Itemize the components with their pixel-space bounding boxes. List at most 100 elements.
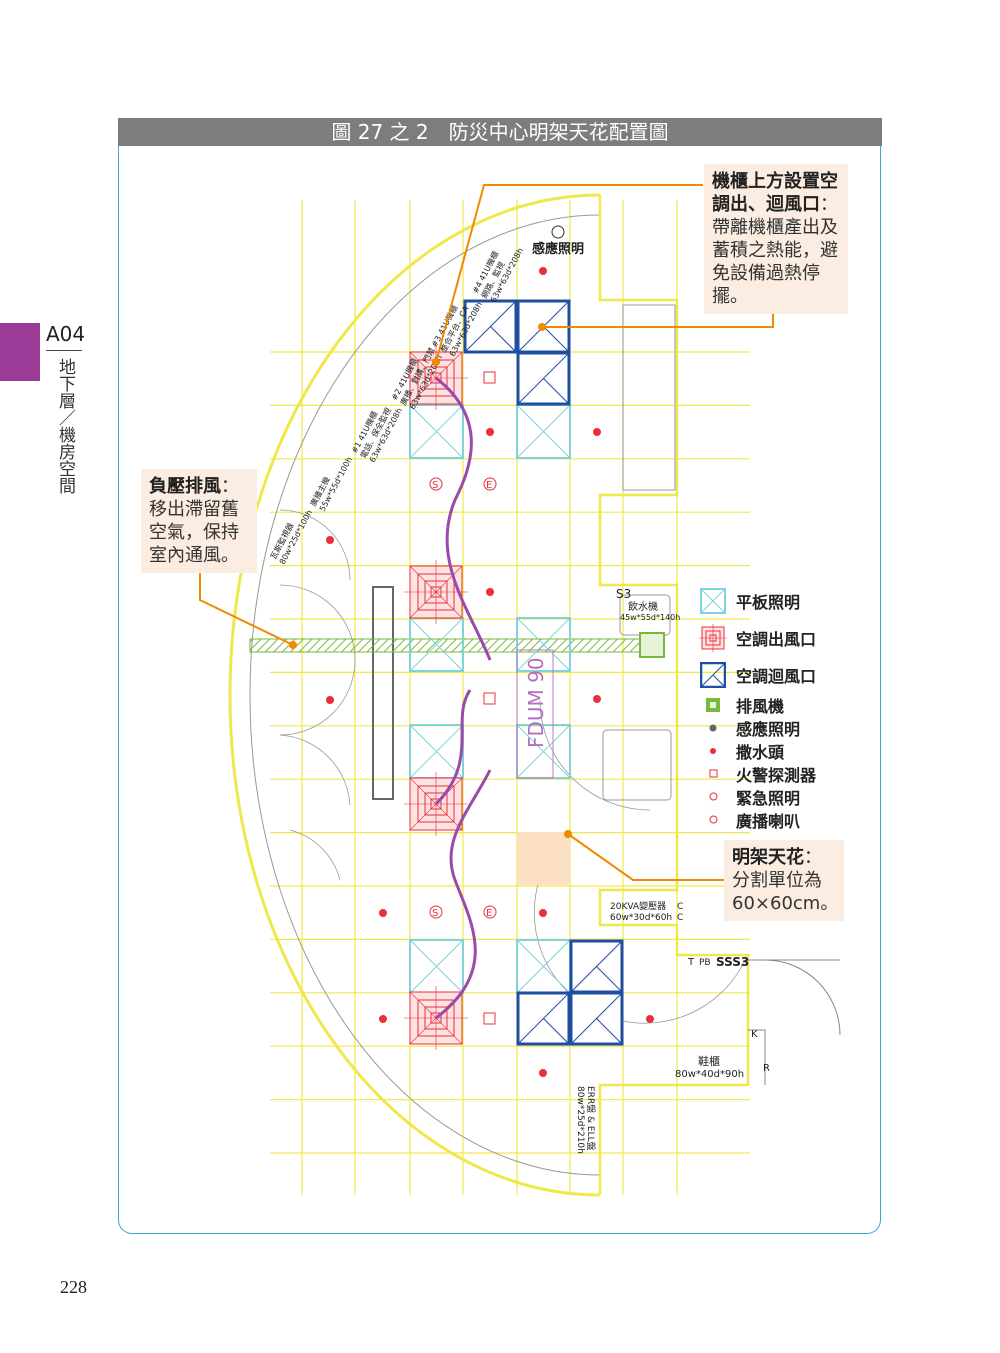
sensor-light-label: 感應照明 <box>532 241 584 257</box>
speaker-label: S <box>432 480 438 491</box>
symbols: S E S E <box>429 371 497 1025</box>
fire-detector-icon <box>483 1012 496 1025</box>
ac-return-vent-icon <box>570 940 623 993</box>
flat-panel-light-icon <box>409 617 464 672</box>
callout-ceiling: 明架天花：分割單位為60×60cm。 <box>724 840 844 921</box>
fire-detector-icon <box>483 371 496 384</box>
callout-text: ：分割單位為60×60cm。 <box>732 847 839 914</box>
sprinkler-icon <box>326 696 334 704</box>
ac-supply-vent-icon <box>698 623 728 652</box>
legend-label: 火警探測器 <box>736 765 817 785</box>
wall-right <box>598 195 750 1195</box>
panel-size: 80w*25d*210h <box>575 1086 585 1154</box>
sprinkler-icon <box>539 1069 547 1077</box>
shoe-size: 80w*40d*90h <box>675 1069 744 1080</box>
sprinkler-icon <box>539 909 547 917</box>
sprinkler-icon <box>698 747 728 755</box>
legend-label: 緊急照明 <box>736 788 801 808</box>
callout-dots <box>289 323 572 838</box>
callout-lines <box>199 184 774 881</box>
legend-label: 平板照明 <box>736 592 801 612</box>
chapter-tab <box>0 323 40 381</box>
exhaust-duct <box>249 638 641 653</box>
sprinkler-icon <box>593 695 601 703</box>
outlet-c-label: C <box>677 902 683 912</box>
chapter-title: 地下層／機房空間 <box>55 358 75 494</box>
speaker-label: S <box>432 908 438 919</box>
callout-exhaust: 負壓排風：移出滯留舊空氣，保持室內通風。 <box>141 469 257 573</box>
legend-item: 空調迴風口 <box>698 656 816 693</box>
water-size: 45w*55d*140h <box>620 613 680 622</box>
sprinklers <box>326 267 654 1077</box>
water-label: 飲水機 <box>628 600 658 613</box>
legend-item: 火警探測器 <box>698 762 816 785</box>
emergency-label: E <box>486 480 492 491</box>
ceiling-fixtures <box>404 299 624 1050</box>
legend-label: 排風機 <box>736 696 785 716</box>
fire-detector-icon <box>483 692 496 705</box>
legend-item: 排風機 <box>698 693 816 716</box>
highlight-tile <box>517 832 570 885</box>
speaker-icon <box>429 477 443 491</box>
wall-outline <box>228 193 601 1197</box>
legend-label: 撒水頭 <box>736 742 785 762</box>
legend-item: 空調出風口 <box>698 619 816 656</box>
legend-item: 平板照明 <box>698 582 816 619</box>
door-swing <box>764 959 841 1036</box>
wall-inner <box>249 214 601 1176</box>
sprinkler-icon <box>593 428 601 436</box>
divider <box>46 350 82 351</box>
fire-detector-icon <box>698 769 728 778</box>
desk <box>372 586 394 800</box>
emergency-light-icon <box>698 792 728 801</box>
speaker-icon <box>429 905 443 919</box>
flat-panel-light-icon <box>409 404 464 459</box>
sensor-light-icon <box>698 723 728 733</box>
ac-return-vent-icon <box>517 352 570 405</box>
flat-panel-light-icon <box>409 724 464 779</box>
rack-labels: 瓦斯監視器 80w*25d*100h 廣播主機 55w*55d*100h #1 … <box>268 246 525 565</box>
sprinkler-icon <box>379 1015 387 1023</box>
shoe-label: 鞋櫃 <box>698 1054 720 1068</box>
legend-label: 廣播喇叭 <box>736 811 801 831</box>
flex-ducts <box>434 376 492 1020</box>
callout-heading: 機櫃上方設置空調出、迴風口 <box>712 171 838 215</box>
legend-label: 感應照明 <box>736 719 801 739</box>
legend: 平板照明 空調出風口 空調迴風口 排風機 感應照明 撒水頭 火警探測器 緊急照明… <box>698 582 816 831</box>
flat-panel-light-icon <box>516 939 571 994</box>
ac-return-vent-icon <box>464 300 517 353</box>
flat-panel-light-icon <box>516 724 571 779</box>
page-number: 228 <box>60 1277 87 1297</box>
door-frame <box>748 959 840 1085</box>
callout-racks-ac: 機櫃上方設置空調出、迴風口：帶離機櫃產出及蓄積之熱能，避免設備過熱停擺。 <box>704 164 848 314</box>
chapter-code: A04 <box>46 322 86 346</box>
sprinkler-icon <box>646 1015 654 1023</box>
outlet-c-label: C <box>677 913 683 923</box>
flat-panel-light-icon <box>409 404 464 459</box>
emergency-label: E <box>486 908 492 919</box>
sprinkler-icon <box>486 588 494 596</box>
legend-item: 感應照明 <box>698 716 816 739</box>
t-label: T <box>687 957 695 968</box>
emergency-light-icon <box>483 477 497 491</box>
k-label: K <box>751 1029 758 1040</box>
legend-item: 撒水頭 <box>698 739 816 762</box>
ac-return-vent-icon <box>698 661 728 688</box>
flat-panel-light-icon <box>516 617 571 672</box>
flat-panel-light-icon <box>409 939 464 994</box>
legend-label: 空調迴風口 <box>736 666 817 686</box>
fdum-unit <box>516 649 554 779</box>
cabinet <box>602 729 672 801</box>
legend-item: 廣播喇叭 <box>698 808 816 831</box>
ac-return-vent-icon <box>570 992 623 1045</box>
sprinkler-icon <box>326 536 334 544</box>
ac-supply-vent-icon <box>404 560 468 624</box>
flat-panel-light-icon <box>516 617 571 672</box>
sprinkler-icon <box>539 267 547 275</box>
sss3-label: SSS3 <box>716 955 749 969</box>
s3-label: S3 <box>616 587 631 601</box>
callout-text: ：帶離機櫃產出及蓄積之熱能，避免設備過熱停擺。 <box>712 194 838 307</box>
exhaust-fan-icon <box>639 632 665 658</box>
speaker-icon <box>698 815 728 824</box>
